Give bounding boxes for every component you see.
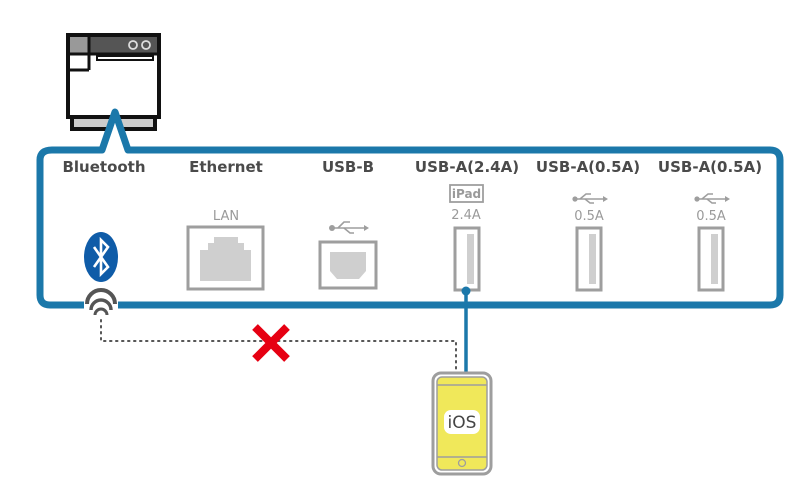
usb-symbol-icon xyxy=(694,193,730,204)
lan-label: LAN xyxy=(213,209,239,224)
ios-label: iOS xyxy=(448,413,477,433)
wireless-signal-icon xyxy=(84,288,118,320)
interface-frame xyxy=(36,108,784,309)
usb-cable xyxy=(461,286,471,372)
port-label-usb-b: USB-B xyxy=(322,158,374,176)
current-label-05-2: 0.5A xyxy=(696,209,726,224)
port-label-usb-a-24: USB-A(2.4A) xyxy=(415,158,519,176)
usb-b-port-icon xyxy=(318,240,378,290)
usb-symbol-icon xyxy=(329,221,369,234)
usb-a-port-icon xyxy=(453,226,481,292)
port-label-usb-a-05-1: USB-A(0.5A) xyxy=(536,158,640,176)
not-supported-cross-icon xyxy=(252,324,290,362)
usb-a-port-icon xyxy=(575,226,603,292)
ipad-badge: iPad xyxy=(449,184,484,203)
port-label-bluetooth: Bluetooth xyxy=(62,158,145,176)
port-label-usb-a-05-2: USB-A(0.5A) xyxy=(658,158,762,176)
ios-device-icon: iOS xyxy=(431,371,493,476)
usb-symbol-icon xyxy=(572,193,608,204)
port-label-ethernet: Ethernet xyxy=(189,158,263,176)
usb-a-port-icon xyxy=(697,226,725,292)
lan-port-icon xyxy=(186,225,265,291)
bluetooth-icon xyxy=(84,232,118,282)
svg-text:iPad: iPad xyxy=(452,187,481,201)
current-label-24: 2.4A xyxy=(451,208,481,223)
current-label-05-1: 0.5A xyxy=(574,209,604,224)
